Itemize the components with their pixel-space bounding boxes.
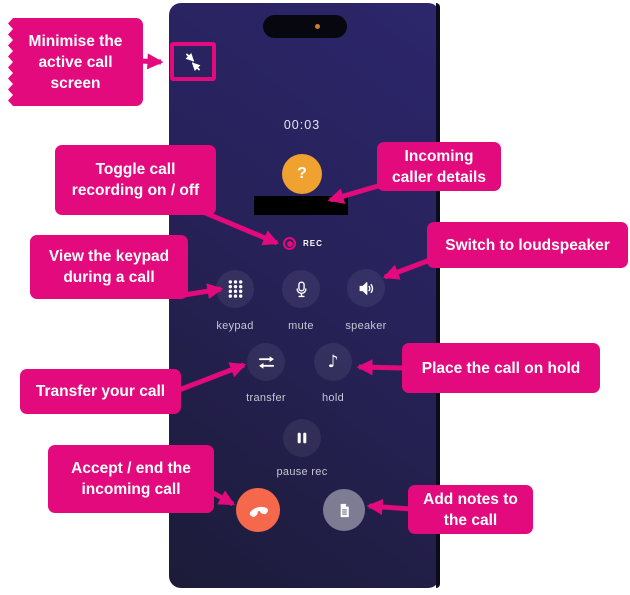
keypad-icon — [228, 280, 242, 298]
speaker-label: speaker — [345, 320, 387, 332]
mute-button[interactable] — [282, 270, 320, 308]
annotation-notes: Add notes to the call — [408, 485, 533, 534]
mute-label: mute — [288, 320, 314, 332]
microphone-icon — [295, 280, 307, 297]
transfer-button[interactable] — [247, 343, 285, 381]
pause-recording-button[interactable] — [283, 419, 321, 457]
pause-label: pause rec — [276, 466, 328, 478]
rec-label: REC — [303, 239, 323, 248]
minimise-button[interactable] — [170, 42, 216, 81]
note-document-icon — [340, 503, 349, 517]
annotation-hold: Place the call on hold — [402, 343, 600, 393]
annotation-toggle-recording: Toggle call recording on / off — [55, 145, 216, 215]
handset-icon — [249, 506, 268, 517]
annotation-minimise: Minimise the active call screen — [8, 18, 143, 106]
avatar-glyph: ? — [297, 165, 307, 182]
notch — [262, 15, 347, 38]
annotation-accept-end: Accept / end the incoming call — [48, 445, 214, 513]
notes-button[interactable] — [323, 489, 365, 531]
rec-icon — [283, 237, 296, 250]
annotation-transfer: Transfer your call — [20, 369, 181, 414]
annotation-loudspeaker: Switch to loudspeaker — [427, 222, 628, 268]
keypad-label: keypad — [216, 320, 254, 332]
end-call-button[interactable] — [236, 488, 280, 532]
recording-dot — [314, 24, 320, 29]
keypad-button[interactable] — [216, 270, 254, 308]
annotation-keypad: View the keypad during a call — [30, 235, 188, 299]
call-timer: 00:03 — [283, 118, 321, 132]
phone-shadow-edge — [436, 3, 440, 588]
speaker-icon — [359, 281, 373, 295]
speaker-button[interactable] — [347, 269, 385, 307]
collapse-icon — [185, 52, 201, 71]
music-note-icon: ♪ — [327, 351, 339, 372]
arrow-minimise — [139, 53, 164, 70]
hold-button[interactable]: ♪ — [314, 343, 352, 381]
caller-name-redacted — [254, 196, 348, 215]
annotation-caller-details: Incoming caller details — [377, 142, 501, 191]
pause-icon — [297, 432, 307, 444]
caller-avatar: ? — [282, 154, 322, 194]
transfer-label: transfer — [246, 392, 286, 404]
hold-label: hold — [322, 392, 344, 404]
rec-toggle[interactable]: REC — [283, 237, 323, 250]
transfer-icon — [258, 355, 274, 369]
